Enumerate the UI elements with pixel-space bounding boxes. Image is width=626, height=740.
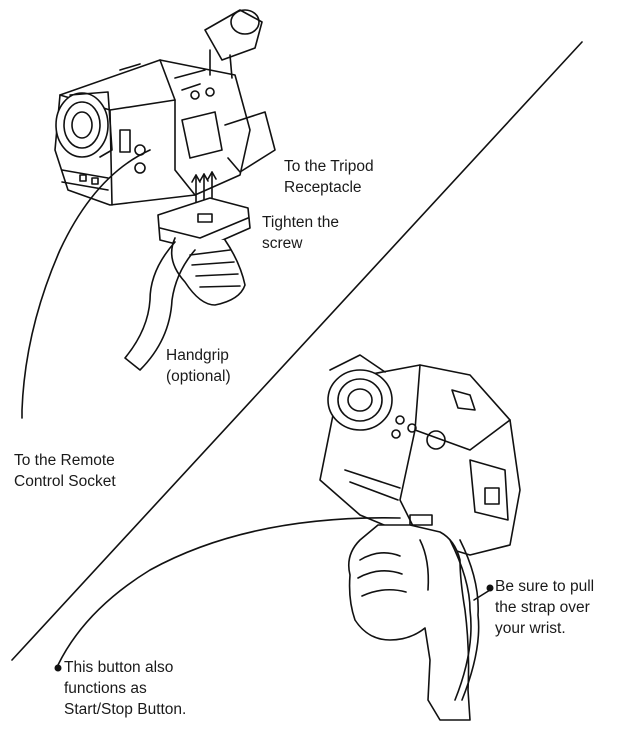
label-handgrip: Handgrip(optional) xyxy=(166,347,231,385)
camcorder-top-drawing xyxy=(21,9,276,419)
camcorder-bottom-drawing xyxy=(57,354,521,721)
button-callout-dot xyxy=(54,664,62,672)
divider-line xyxy=(11,41,583,661)
strap-callout-dot xyxy=(486,584,494,592)
